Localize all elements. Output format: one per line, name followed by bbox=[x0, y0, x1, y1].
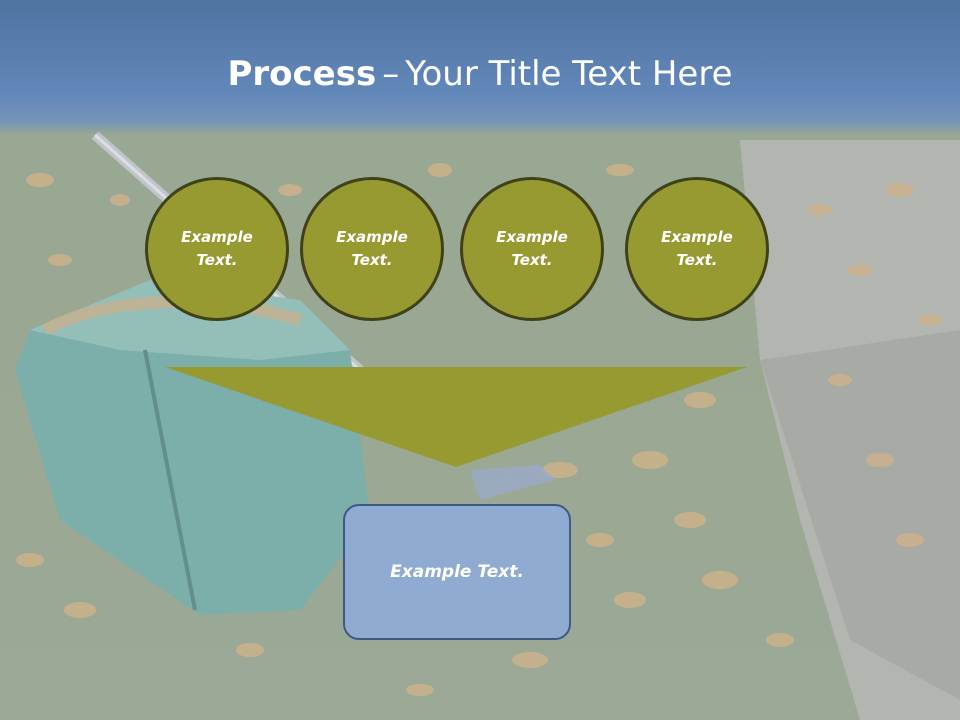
process-circle-3[interactable]: Example Text. bbox=[460, 177, 604, 321]
circle-label-line1: Example bbox=[496, 228, 568, 246]
circle-label-line2: Text. bbox=[511, 251, 553, 269]
process-circle-1[interactable]: Example Text. bbox=[145, 177, 289, 321]
title-bold: Process bbox=[227, 54, 377, 94]
circle-label-line2: Text. bbox=[676, 251, 718, 269]
result-box-label: Example Text. bbox=[390, 562, 524, 582]
circle-label-line1: Example bbox=[661, 228, 733, 246]
title-rest: Your Title Text Here bbox=[405, 54, 733, 94]
title-separator: – bbox=[382, 54, 400, 94]
funnel-triangle bbox=[165, 367, 747, 467]
circle-label-line2: Text. bbox=[196, 251, 238, 269]
slide-title: Process–Your Title Text Here bbox=[0, 52, 960, 96]
circle-label-line1: Example bbox=[181, 228, 253, 246]
circle-label-line2: Text. bbox=[351, 251, 393, 269]
process-circle-4[interactable]: Example Text. bbox=[625, 177, 769, 321]
process-circle-2[interactable]: Example Text. bbox=[300, 177, 444, 321]
title-banner bbox=[0, 0, 960, 135]
result-box[interactable]: Example Text. bbox=[343, 504, 571, 640]
circle-label-line1: Example bbox=[336, 228, 408, 246]
